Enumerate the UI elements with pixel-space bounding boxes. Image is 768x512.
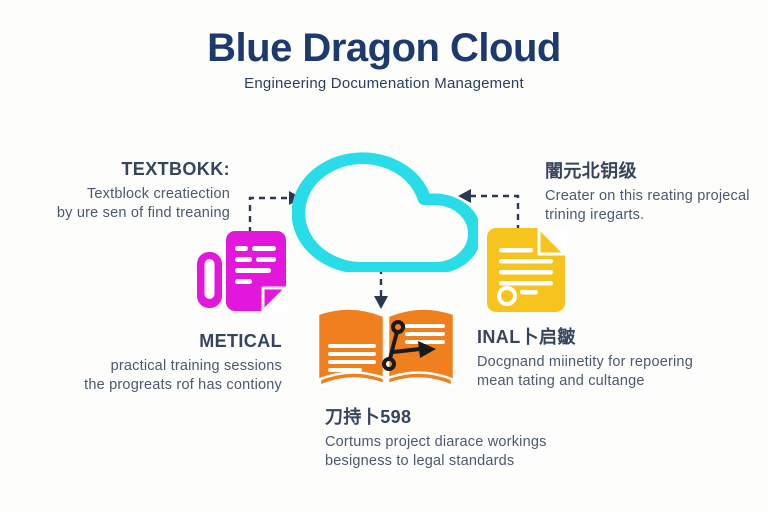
folded-corner <box>261 286 288 313</box>
textblock-lower-right: INAL卜启皺 Docgnand miinetity for repoering… <box>477 326 693 391</box>
arrowhead-left-icon <box>458 189 471 203</box>
textblock-upper-right-line2: trining iregarts. <box>545 207 645 223</box>
book-text-lines <box>328 324 445 372</box>
textblock-lower-left: METICAL practical training sessions the … <box>84 330 282 395</box>
seal-document-icon <box>487 228 567 312</box>
open-book-icon <box>316 307 456 388</box>
textblock-upper-right: 闇元北钥级 Creater on this reating projecal t… <box>545 160 750 225</box>
textblock-bottom-center-line2: besigness to legal standards <box>325 453 515 469</box>
document-text-lines <box>499 248 553 295</box>
textblock-upper-left-heading: TEXTBOKK: <box>121 159 230 179</box>
pen-document-icon <box>197 231 288 313</box>
arrowhead-down-icon <box>374 296 388 309</box>
dashed-arrow-right <box>471 194 520 231</box>
page-title: Blue Dragon Cloud <box>207 26 561 70</box>
flowchart-arrow-icon <box>382 320 436 371</box>
textblock-lower-left-line1: practical training sessions <box>110 358 282 374</box>
folded-corner <box>537 228 567 256</box>
textblock-lower-left-heading: METICAL <box>199 331 282 351</box>
cloud-icon <box>292 152 478 272</box>
textblock-bottom-center-line1: Cortums project diarace workings <box>325 434 547 450</box>
textblock-upper-right-heading: 闇元北钥级 <box>545 161 637 181</box>
textblock-upper-left: TEXTBOKK: Textblock creatiection by ure … <box>57 158 230 223</box>
textblock-bottom-center: 刀持卜598 Cortums project diarace workings … <box>325 406 547 471</box>
page-subtitle: Engineering Documenation Management <box>244 75 524 92</box>
textblock-lower-right-line1: Docgnand miinetity for repoering <box>477 354 693 370</box>
header: Blue Dragon Cloud Engineering Documenati… <box>0 26 768 92</box>
document-text-lines <box>235 246 276 284</box>
textblock-upper-left-line1: Textblock creatiection <box>86 186 230 202</box>
textblock-lower-right-line2: mean tating and cultange <box>477 373 645 389</box>
textblock-lower-left-line2: the progreats rof has contiony <box>84 377 282 393</box>
seal-circle-icon <box>497 286 517 306</box>
textblock-bottom-center-heading: 刀持卜598 <box>325 407 412 427</box>
textblock-lower-right-heading: INAL卜启皺 <box>477 327 576 347</box>
dashed-arrow-left <box>248 196 289 233</box>
textblock-upper-right-line1: Creater on this reating projecal <box>545 188 750 204</box>
textblock-upper-left-line2: by ure sen of find treaning <box>56 205 230 221</box>
